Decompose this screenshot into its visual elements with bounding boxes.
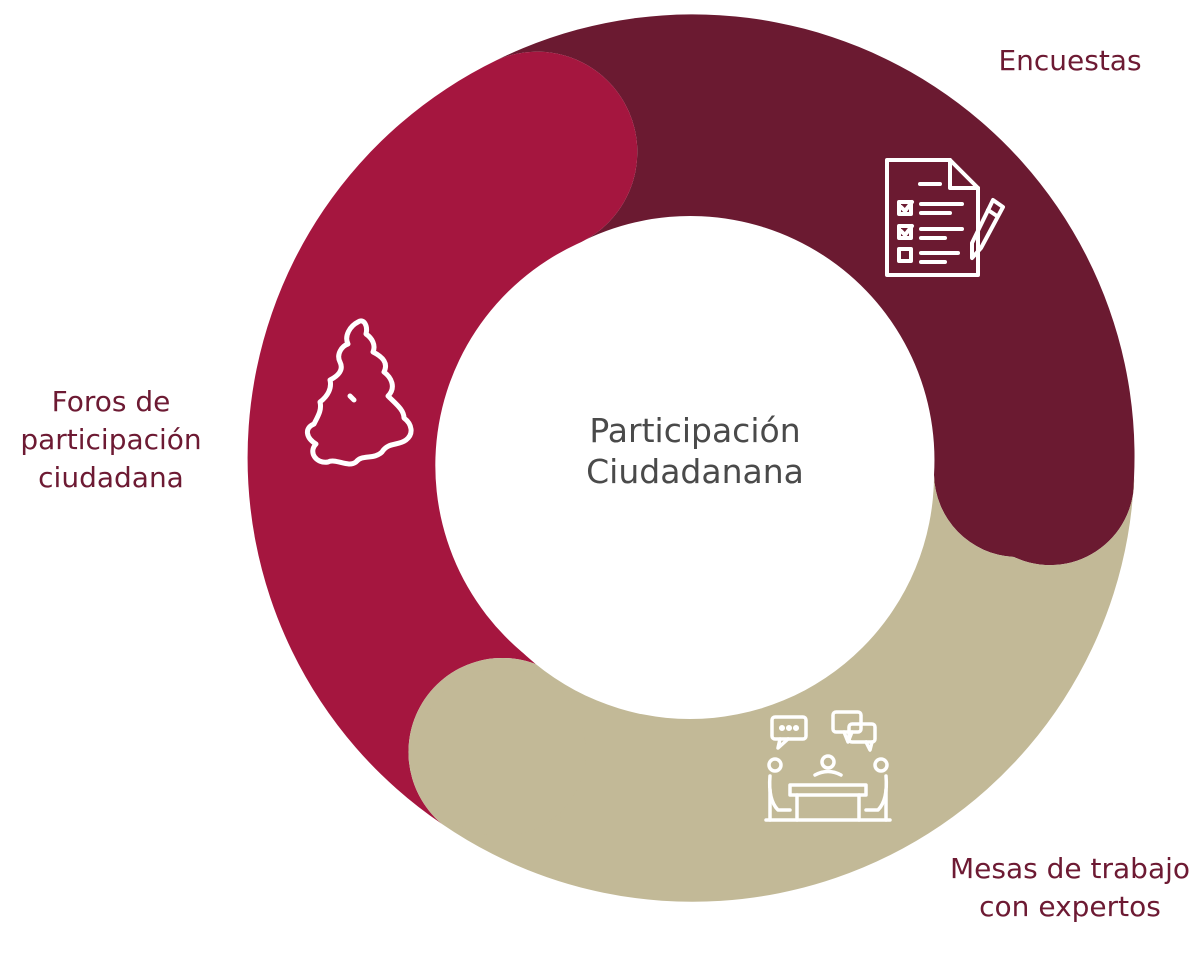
- inner-circle: [446, 231, 934, 719]
- center-title: Participación Ciudadanana: [586, 411, 804, 492]
- survey-checklist-icon: [885, 158, 1005, 277]
- label-mesas: Mesas de trabajo con expertos: [950, 852, 1191, 923]
- segment-mesas-cap-round: [418, 668, 586, 836]
- label-foros: Foros de participación ciudadana: [20, 385, 202, 494]
- segment-mesas: [442, 475, 1135, 902]
- state-map-icon: [305, 318, 414, 467]
- label-encuestas: Encuestas: [998, 44, 1142, 77]
- meeting-table-icon: [764, 710, 892, 822]
- segment-encuestas: [497, 14, 1135, 566]
- segment-foros: [247, 51, 638, 825]
